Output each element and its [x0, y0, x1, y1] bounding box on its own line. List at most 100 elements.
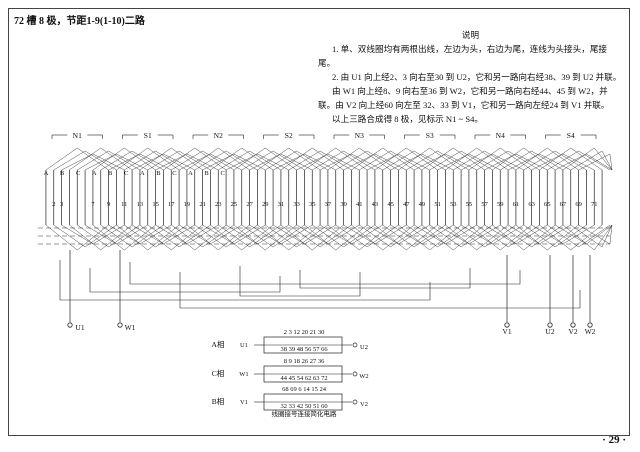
coil-top-end: [272, 153, 336, 171]
connection-wire: [299, 268, 471, 289]
coil-top-end: [398, 147, 462, 171]
coil-top-end: [53, 150, 117, 171]
coil-top-end: [61, 153, 125, 171]
coil-top-end: [484, 153, 548, 171]
coil-phase-letter: B: [60, 170, 65, 177]
coil-top-end: [147, 150, 211, 171]
coil-top-end: [257, 147, 321, 171]
coil-bottom-end: [100, 224, 164, 248]
connection-wire: [89, 268, 281, 293]
coil-top-end: [241, 150, 305, 171]
slot-number: 17: [168, 201, 175, 208]
phase-bottom-coils: 38 39 48 56 57 66: [280, 346, 328, 353]
coil-top-end: [437, 153, 501, 171]
phase-label: B相: [212, 396, 225, 406]
slot-number: 43: [372, 201, 379, 208]
coil-bottom-end: [257, 224, 321, 251]
coil-top-end: [45, 147, 109, 171]
coil-bottom-end: [351, 224, 415, 251]
coil-bottom-end: [359, 224, 423, 248]
pole-label: N4: [496, 131, 505, 140]
coil-top-end: [421, 147, 485, 171]
coil-top-end: [429, 150, 493, 171]
coil-bottom-end: [139, 224, 203, 251]
coil-top-end: [288, 150, 352, 171]
coil-top-end: [155, 153, 219, 171]
slot-number: 69: [575, 201, 582, 208]
coil-top-end: [124, 150, 188, 171]
slot-number: 2: [52, 201, 55, 208]
phase-top-coils: 8 9 18 26 27 36: [284, 358, 325, 365]
pole-label: N3: [355, 131, 364, 140]
terminal-label: U1: [75, 323, 84, 332]
coil-bottom-end: [539, 224, 603, 251]
slot-number: 11: [121, 201, 127, 208]
coil-phase-letter: A: [44, 170, 49, 177]
coil-top-end: [476, 150, 540, 171]
phase-start-terminal: U1: [240, 342, 248, 349]
phase-start-terminal: W1: [239, 371, 248, 378]
coil-phase-letter: C: [172, 170, 176, 177]
coil-bottom-end: [570, 224, 613, 248]
terminal-node: [570, 322, 576, 328]
coil-phase-letter: A: [92, 170, 97, 177]
phase-end-terminal: W2: [359, 373, 368, 380]
coil-top-end: [210, 147, 274, 171]
coil-bottom-end: [116, 224, 180, 251]
note-line: 由 W1 向上经8、9 向右至36 到 W2，它和另一路向右经44、45 到 W…: [318, 86, 610, 110]
slot-number: 45: [387, 201, 394, 208]
coil-bottom-end: [280, 224, 344, 251]
phase-bottom-coils: 44 45 54 62 63 72: [280, 375, 327, 382]
coil-top-end: [468, 147, 532, 171]
terminal-label: W2: [585, 327, 596, 336]
coil-top-end: [163, 147, 227, 171]
coil-bottom-end: [406, 224, 470, 248]
phase-end-node: [352, 371, 358, 377]
slot-number: 15: [152, 201, 159, 208]
coil-top-end: [554, 153, 613, 171]
slot-number: 29: [262, 201, 269, 208]
phase-label: C相: [212, 368, 225, 378]
terminal-node: [117, 322, 123, 328]
coil-bottom-end: [265, 224, 329, 248]
coil-top-end: [406, 150, 470, 171]
coil-bottom-end: [374, 224, 438, 251]
coil-top-end: [108, 153, 172, 171]
coil-bottom-end: [171, 224, 235, 248]
terminal-node: [67, 322, 73, 328]
note-line: 1. 单、双线圈均有两根出线，左边为头，右边为尾，连线为头接头，尾接尾。: [318, 44, 608, 68]
terminal-label: U2: [545, 327, 554, 336]
slot-number: 9: [107, 201, 110, 208]
coil-bottom-end: [547, 224, 611, 248]
coil-top-end: [296, 153, 360, 171]
coil-bottom-end: [124, 224, 188, 248]
coil-top-end: [304, 147, 368, 171]
phase-top-coils: 2 3 12 20 21 30: [284, 329, 325, 336]
page-title: 72 槽 8 极，节距1-9(1-10)二路: [14, 16, 145, 27]
slot-number: 61: [513, 201, 520, 208]
coil-top-end: [335, 150, 399, 171]
coil-top-end: [507, 153, 571, 171]
coil-bottom-end: [186, 224, 250, 251]
coil-top-end: [374, 147, 438, 171]
slot-number: 3: [60, 201, 63, 208]
coil-bottom-end: [147, 224, 211, 248]
slot-number: 71: [591, 201, 598, 208]
coil-bottom-end: [163, 224, 227, 251]
coil-bottom-end: [210, 224, 274, 251]
coil-top-end: [327, 147, 391, 171]
coil-top-end: [382, 150, 446, 171]
coil-top-end: [390, 153, 454, 171]
slot-number: 59: [497, 201, 504, 208]
notes-block: 说明 1. 单、双线圈均有两根出线，左边为头，右边为尾，连线为头接头，尾接尾。 …: [318, 28, 623, 126]
coil-bottom-end: [335, 224, 399, 248]
coil-bottom-end: [304, 224, 368, 251]
phase-end-node: [352, 399, 358, 405]
slot-number: 39: [340, 201, 347, 208]
terminal-node: [587, 322, 593, 328]
terminal-label: V1: [502, 327, 511, 336]
coil-top-end: [194, 150, 258, 171]
coil-top-end: [445, 147, 509, 171]
coil-bottom-end: [45, 224, 109, 251]
